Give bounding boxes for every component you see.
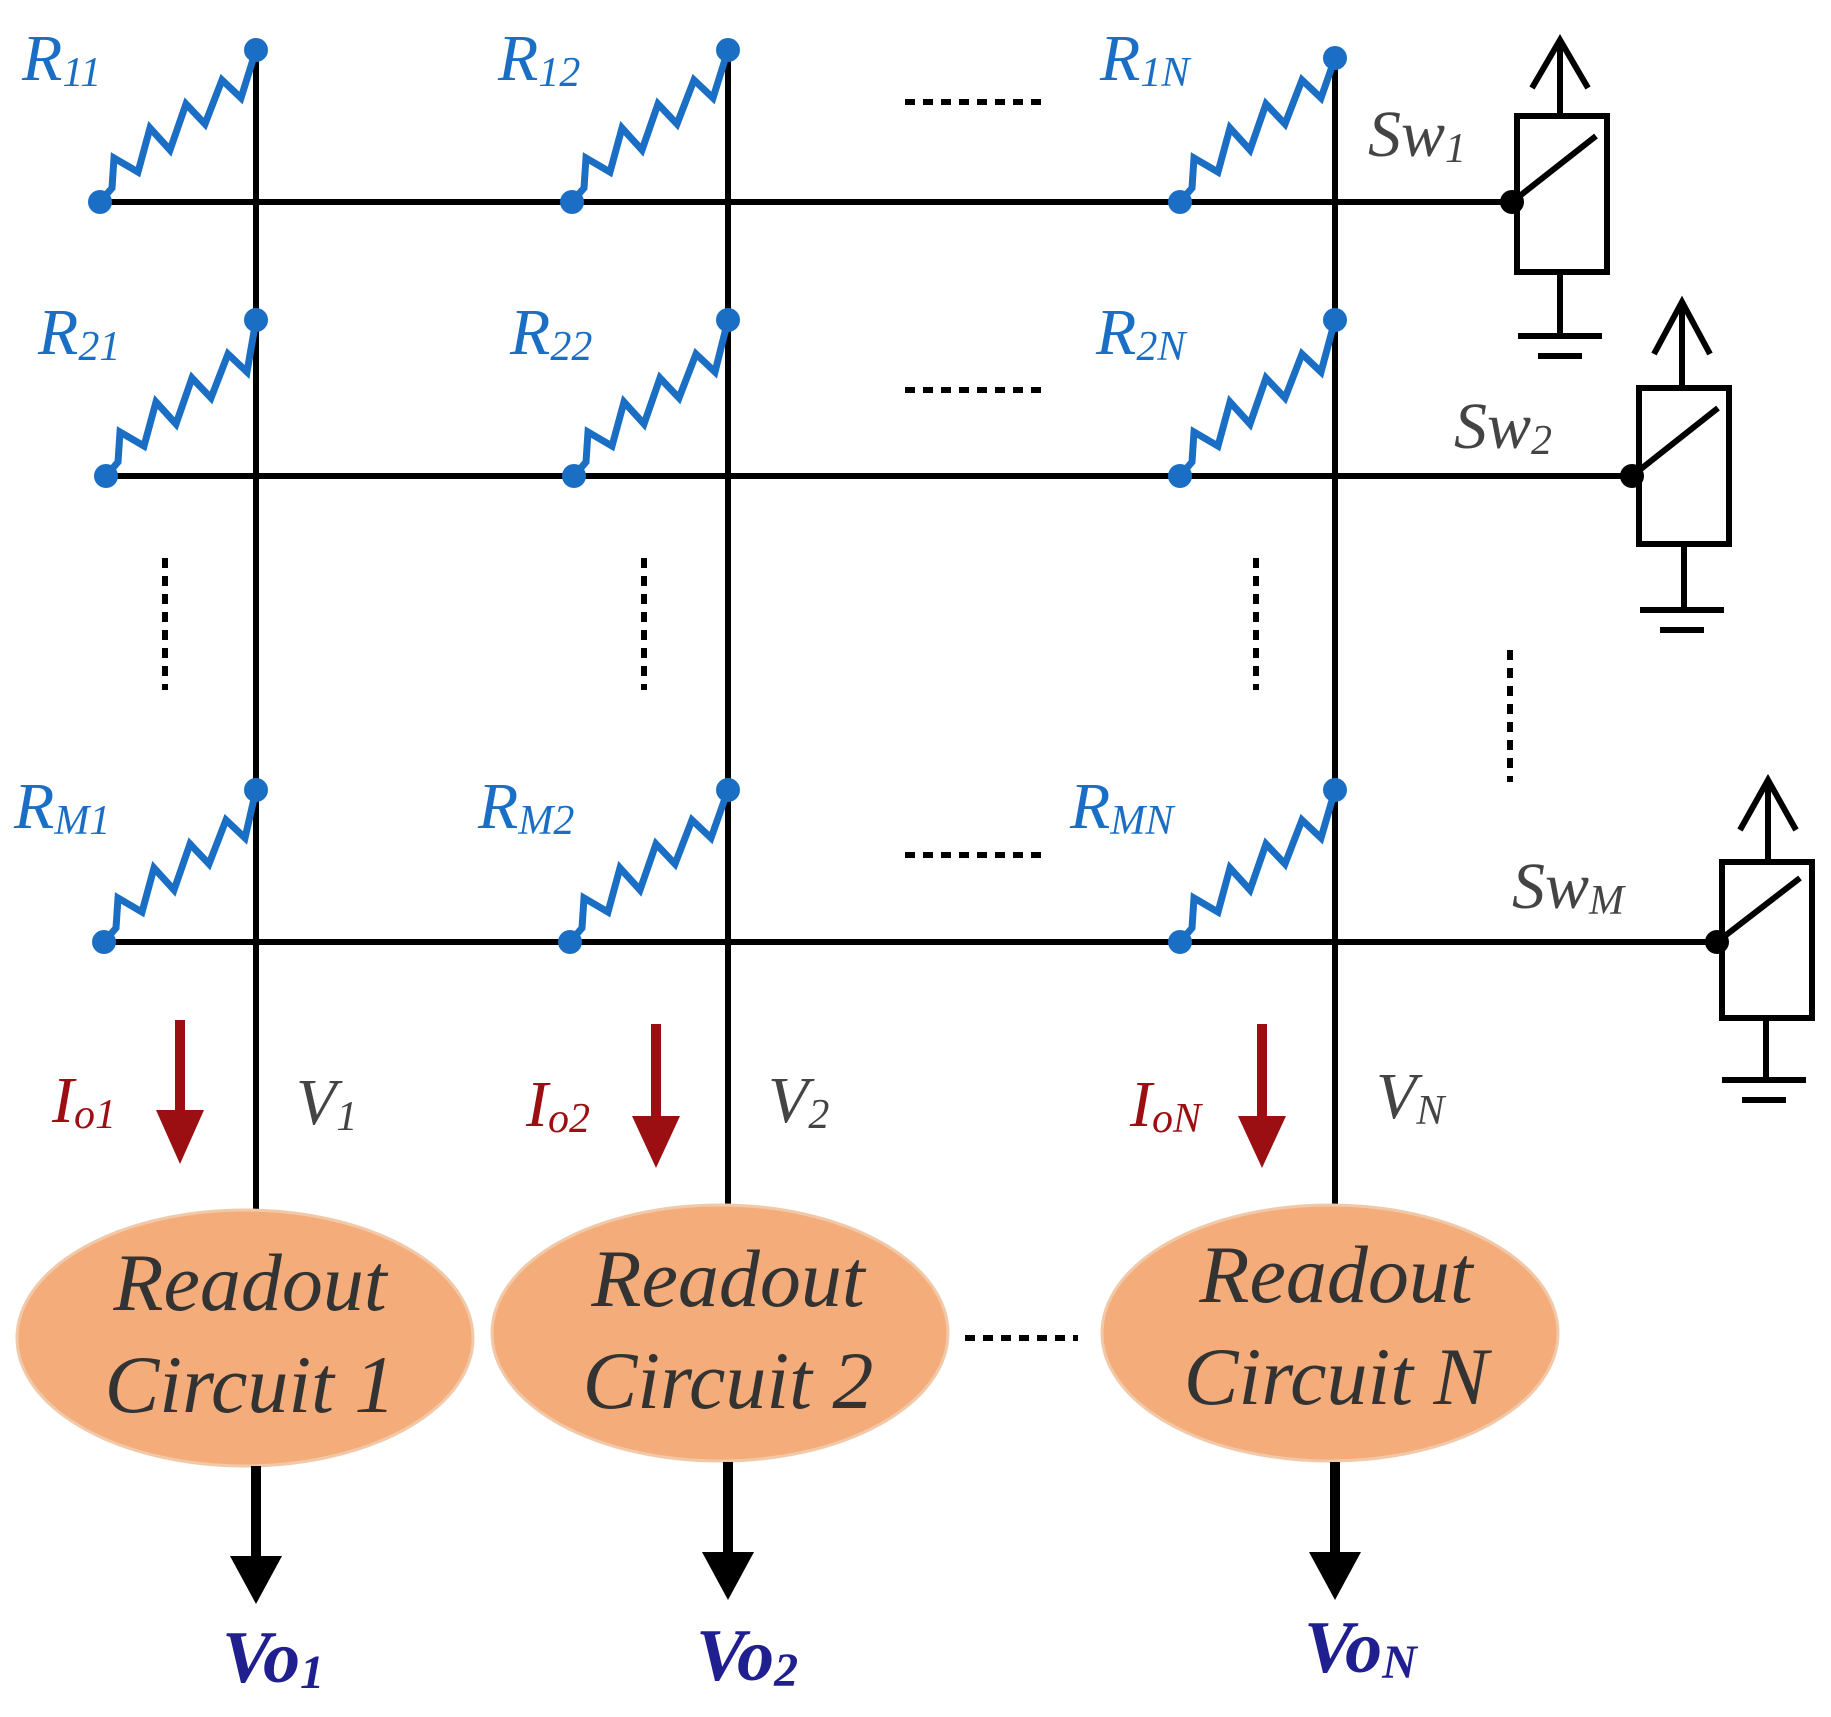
output-arrow-n bbox=[1309, 1462, 1361, 1600]
current-arrow-n bbox=[1238, 1024, 1286, 1168]
svg-text:Circuit 1: Circuit 1 bbox=[105, 1339, 396, 1430]
switch-sw2 bbox=[1620, 295, 1732, 633]
voltage-label-v2: V2 bbox=[768, 1064, 829, 1138]
switch-label-sw2: Sw2 bbox=[1454, 390, 1552, 464]
resistor-r11 bbox=[88, 38, 268, 214]
resistor-label-r11: R11 bbox=[21, 22, 101, 96]
resistor-rmn bbox=[1168, 778, 1347, 954]
resistor-r12 bbox=[560, 38, 740, 214]
resistor-rm1 bbox=[92, 778, 268, 954]
voltage-label-vn: VN bbox=[1376, 1060, 1446, 1134]
svg-text:Circuit 2: Circuit 2 bbox=[583, 1335, 874, 1426]
svg-text:Readout: Readout bbox=[590, 1233, 866, 1324]
output-arrow-2 bbox=[702, 1462, 754, 1600]
svg-text:Readout: Readout bbox=[112, 1237, 388, 1328]
output-label-von: VoN bbox=[1304, 1607, 1419, 1689]
resistor-r22 bbox=[562, 308, 740, 488]
current-label-io2: Io2 bbox=[525, 1068, 590, 1142]
resistor-r21 bbox=[94, 308, 268, 488]
current-arrow-1 bbox=[156, 1020, 204, 1164]
current-arrow-2 bbox=[632, 1024, 680, 1168]
readout-circuit-n: Readout Circuit N bbox=[1100, 1203, 1560, 1463]
resistor-label-r12: R12 bbox=[497, 22, 580, 96]
switch-sw1 bbox=[1500, 34, 1610, 359]
output-label-vo2: Vo2 bbox=[696, 1615, 798, 1697]
resistor-label-rm1: RM1 bbox=[13, 770, 110, 844]
resistor-r1n bbox=[1168, 46, 1347, 214]
readout-circuit-2: Readout Circuit 2 bbox=[490, 1203, 950, 1463]
resistor-label-r21: R21 bbox=[37, 296, 120, 370]
switch-label-sw1: Sw1 bbox=[1368, 98, 1466, 172]
switch-swm bbox=[1705, 773, 1815, 1103]
voltage-label-v1: V1 bbox=[296, 1066, 357, 1140]
current-label-ion: IoN bbox=[1129, 1068, 1203, 1142]
resistor-rm2 bbox=[558, 778, 740, 954]
resistor-r2n bbox=[1168, 308, 1347, 488]
resistor-label-r1n: R1N bbox=[1099, 22, 1191, 96]
output-arrow-1 bbox=[230, 1466, 282, 1604]
resistor-label-r2n: R2N bbox=[1095, 296, 1187, 370]
switch-label-swm: SwM bbox=[1512, 850, 1626, 924]
resistor-label-rm2: RM2 bbox=[477, 770, 574, 844]
resistor-label-r22: R22 bbox=[509, 296, 592, 370]
svg-text:Readout: Readout bbox=[1198, 1229, 1474, 1320]
readout-circuit-1: Readout Circuit 1 bbox=[15, 1208, 475, 1468]
svg-text:Circuit N: Circuit N bbox=[1184, 1331, 1493, 1422]
resistor-label-rmn: RMN bbox=[1069, 770, 1175, 844]
output-label-vo1: Vo1 bbox=[222, 1617, 324, 1699]
current-label-io1: Io1 bbox=[51, 1064, 116, 1138]
